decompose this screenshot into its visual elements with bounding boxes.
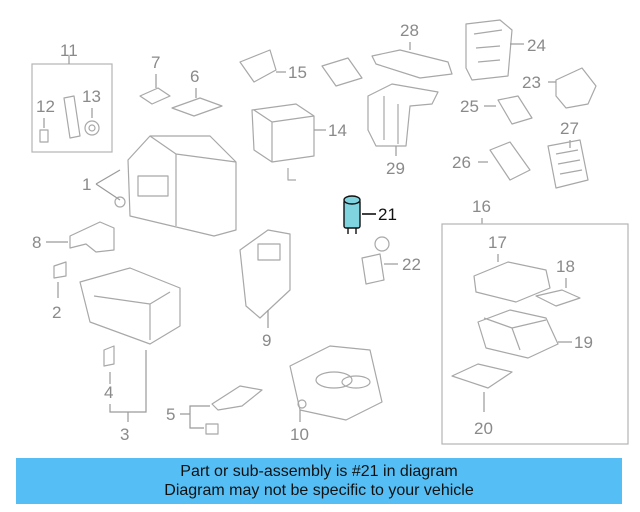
callout-8[interactable]: 8 [32, 233, 41, 252]
part-group-16: 16 17 18 19 20 [441, 197, 629, 445]
callout-26[interactable]: 26 [452, 153, 471, 172]
callout-29[interactable]: 29 [386, 159, 405, 178]
callout-6[interactable]: 6 [190, 67, 199, 86]
callout-23[interactable]: 23 [522, 73, 541, 92]
callout-16[interactable]: 16 [472, 197, 491, 216]
callout-18[interactable]: 18 [556, 257, 575, 276]
part-14-storage-bin[interactable]: 14 [251, 103, 347, 181]
part-28-trim-strip[interactable]: 28 [371, 21, 453, 79]
callout-24[interactable]: 24 [527, 36, 546, 55]
callout-1[interactable]: 1 [82, 175, 91, 194]
part-7[interactable]: 7 [139, 53, 171, 105]
callout-4[interactable]: 4 [104, 383, 113, 402]
part-1-console-housing[interactable]: 1 [82, 135, 237, 237]
part-8[interactable]: 8 [32, 221, 115, 253]
callout-7[interactable]: 7 [151, 53, 160, 72]
callout-3[interactable]: 3 [120, 425, 129, 444]
callout-12[interactable]: 12 [36, 97, 55, 116]
part-21-highlighted[interactable]: 21 [343, 195, 397, 234]
callout-9[interactable]: 9 [262, 331, 271, 350]
part-18[interactable] [535, 289, 581, 307]
banner-line-1: Part or sub-assembly is #21 in diagram [180, 463, 458, 480]
part-3-lower-tray[interactable]: 4 3 [79, 267, 181, 444]
banner-line-2: Diagram may not be specific to your vehi… [164, 482, 474, 499]
info-banner: Part or sub-assembly is #21 in diagram D… [16, 458, 622, 504]
part-24-control-module[interactable]: 24 [465, 19, 546, 81]
part-5[interactable]: 5 [166, 385, 263, 435]
part-11-bracket[interactable] [63, 95, 81, 139]
part-2[interactable]: 2 [52, 261, 67, 322]
part-6[interactable]: 6 [171, 67, 223, 117]
part-29-shifter-bracket[interactable]: 29 [367, 83, 439, 178]
part-23-switch[interactable]: 23 [522, 67, 597, 109]
callout-17[interactable]: 17 [488, 233, 507, 252]
part-20[interactable] [451, 363, 513, 389]
callout-19[interactable]: 19 [574, 333, 593, 352]
callout-15[interactable]: 15 [288, 63, 307, 82]
callout-10[interactable]: 10 [290, 425, 309, 444]
part-13-grommet[interactable] [84, 120, 100, 136]
callout-14[interactable]: 14 [328, 121, 347, 140]
part-12-clip[interactable] [39, 129, 49, 143]
part-group-11: 11 12 13 [31, 41, 113, 153]
callout-11[interactable]: 11 [60, 41, 78, 60]
part-19-lid-assembly[interactable] [477, 309, 559, 359]
callout-13[interactable]: 13 [82, 87, 101, 106]
callout-27[interactable]: 27 [560, 119, 579, 138]
callout-25[interactable]: 25 [460, 97, 479, 116]
callout-22[interactable]: 22 [402, 255, 421, 274]
part-17-armrest-lid[interactable] [473, 261, 551, 303]
callout-5[interactable]: 5 [166, 405, 175, 424]
part-25[interactable]: 25 [460, 95, 533, 125]
callout-2[interactable]: 2 [52, 303, 61, 322]
part-27-switch-panel[interactable]: 27 [547, 119, 589, 189]
part-10-cupholder-tray[interactable]: 10 [289, 345, 383, 444]
callout-21[interactable]: 21 [378, 205, 397, 224]
part-9-side-panel[interactable]: 9 [239, 229, 291, 350]
part-4-clip[interactable] [103, 345, 115, 367]
callout-20[interactable]: 20 [474, 419, 493, 438]
part-22[interactable]: 22 [361, 236, 421, 285]
part-26[interactable]: 26 [452, 141, 531, 181]
part-21-socket-cap [343, 195, 361, 205]
part-15[interactable]: 15 [239, 49, 363, 87]
callout-28[interactable]: 28 [400, 21, 419, 40]
